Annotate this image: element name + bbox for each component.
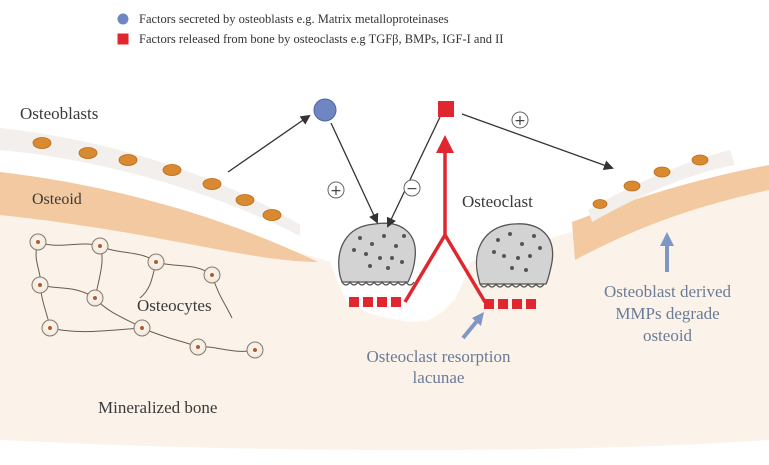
label-osteoid: Osteoid (32, 191, 82, 209)
minus-sign: − (404, 180, 420, 197)
osteoclast-factor-square (438, 101, 454, 117)
red-square-icon (117, 33, 129, 45)
label-mineralized-bone: Mineralized bone (98, 398, 217, 418)
label-osteocytes: Osteocytes (137, 296, 212, 316)
legend-text: Factors secreted by osteoblasts e.g. Mat… (139, 12, 449, 27)
legend-text: Factors released from bone by osteoclast… (139, 32, 503, 47)
svg-text:+: + (330, 183, 342, 199)
osteoclast-right (477, 224, 553, 287)
label-mmp-line2: MMPs degrade (570, 304, 765, 324)
plus-sign-right: + (512, 112, 528, 129)
osteoblast-factor-circle (314, 99, 336, 121)
svg-text:−: − (406, 181, 418, 197)
label-mmp-line3: osteoid (570, 326, 765, 346)
label-osteoclast: Osteoclast (462, 192, 533, 212)
osteoclast-left (339, 223, 416, 285)
signaling-arrows (228, 114, 612, 226)
label-osteoblasts: Osteoblasts (20, 104, 98, 124)
svg-text:+: + (514, 113, 526, 129)
plus-sign-left: + (328, 182, 344, 199)
label-mmp-line1: Osteoblast derived (570, 282, 765, 302)
label-resorption-line1: Osteoclast resorption (336, 347, 541, 367)
label-resorption-line2: lacunae (336, 368, 541, 388)
blue-circle-icon (117, 13, 129, 25)
